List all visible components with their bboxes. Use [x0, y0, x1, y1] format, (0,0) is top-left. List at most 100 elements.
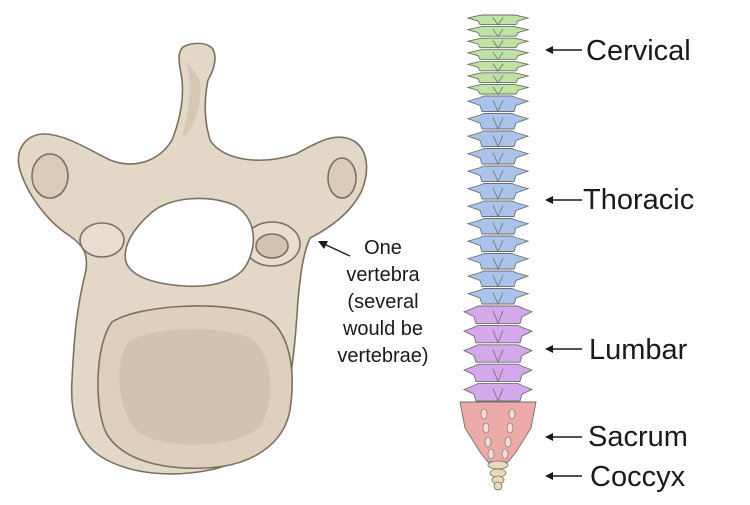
vertebra-segment	[466, 130, 530, 148]
region-arrow	[545, 196, 582, 204]
vertebra-segment	[466, 26, 530, 38]
vertebra-shape	[466, 113, 530, 130]
vertebra-pointer-arrow	[318, 241, 351, 257]
sacral-foramen	[506, 422, 514, 434]
coccyx-shape	[487, 460, 509, 491]
spinous-process	[492, 117, 504, 131]
spinous-process	[492, 100, 504, 113]
sacral-foramen	[480, 408, 488, 420]
vertebra-shape	[466, 148, 530, 165]
vertebra-segment	[462, 324, 534, 344]
spinous-process	[492, 310, 504, 325]
vertebra-segment	[466, 288, 530, 306]
region-arrow	[545, 433, 582, 441]
vertebra-segment	[466, 148, 530, 166]
spinous-process	[492, 152, 504, 166]
vertebra-segment	[466, 83, 530, 96]
right-facet	[327, 157, 357, 199]
left-articular-process	[79, 222, 125, 258]
label-coccyx: Coccyx	[590, 461, 686, 493]
vertebra-shape	[466, 165, 530, 182]
spinous-process	[492, 86, 504, 96]
vertebra-segment	[466, 218, 530, 236]
vertebra-shape	[466, 49, 530, 60]
vertebra-shape	[462, 383, 534, 402]
vertebra-caption-line: (several	[347, 291, 419, 313]
vertebra-caption-line: One	[364, 237, 402, 259]
vertebra-shape	[462, 305, 534, 324]
vertebra-shape	[466, 183, 530, 200]
spinous-process	[492, 205, 504, 218]
sacral-foramen	[487, 448, 495, 460]
vertebra-segment	[462, 383, 534, 403]
vertebra-shape	[466, 130, 530, 147]
vertebra-segment	[466, 165, 530, 183]
spinous-process	[492, 240, 504, 253]
vertebra-shape	[466, 235, 530, 252]
sacral-foramen	[501, 448, 509, 460]
vertebra-caption-line: would be	[342, 318, 424, 340]
sacral-foramen	[482, 422, 490, 434]
coccyx-segment	[487, 460, 509, 470]
vertebra-shape	[466, 253, 530, 270]
spinous-process	[492, 28, 504, 38]
spinous-process	[492, 257, 504, 271]
label-sacrum: Sacrum	[588, 421, 688, 453]
vertebra-segment	[466, 37, 530, 49]
region-arrow	[545, 46, 582, 54]
sacral-foramen	[504, 436, 512, 448]
vertebra-segment	[466, 72, 530, 84]
vertebra-caption: One vertebra (several would be vertebrae…	[326, 235, 440, 370]
region-arrow	[545, 472, 582, 480]
spinous-process	[492, 330, 504, 344]
vertebra-segment	[462, 363, 534, 383]
spinous-process	[492, 388, 504, 403]
spinous-process	[492, 63, 504, 73]
vertebra-shape	[466, 37, 530, 49]
vertebra-shape	[462, 363, 534, 383]
vertebra-shape	[466, 14, 530, 26]
vertebra-segment	[466, 95, 530, 113]
vertebra-segment	[466, 113, 530, 131]
spinous-process	[492, 292, 504, 306]
spinous-process	[492, 135, 504, 148]
vertebra-shape	[466, 83, 530, 95]
coccyx-segment	[493, 481, 503, 491]
vertebra-segment	[466, 49, 530, 61]
vertebral-foramen	[124, 197, 255, 288]
spinous-process	[492, 349, 504, 364]
vertebra-shape	[466, 60, 530, 72]
spinous-process	[492, 51, 504, 61]
vertebra-segment	[466, 253, 530, 271]
vertebral-column	[459, 14, 537, 491]
spinous-process	[492, 187, 504, 201]
vertebra-caption-line: vertebrae)	[337, 345, 429, 367]
vertebra-shape	[462, 324, 534, 344]
vertebra-caption-line: vertebra	[346, 264, 420, 286]
left-facet	[31, 153, 69, 199]
vertebral-body-center	[119, 329, 271, 445]
sacrum-shape	[459, 401, 537, 463]
sacral-foramen	[484, 436, 492, 448]
vertebra-shape	[466, 95, 530, 112]
spinous-process	[492, 170, 504, 183]
spinous-process	[492, 17, 504, 26]
spinous-process-shade	[182, 60, 201, 138]
spinous-process	[492, 40, 504, 49]
vertebra-shape	[466, 270, 530, 287]
vertebra-segment	[466, 235, 530, 253]
spinous-process	[492, 275, 504, 288]
vertebra-segment	[466, 200, 530, 218]
spinous-process	[492, 222, 504, 236]
sacral-foramen	[508, 408, 516, 420]
vertebra-segment	[466, 60, 530, 73]
region-arrows	[545, 46, 582, 480]
right-articular-inner	[255, 233, 289, 259]
vertebra-segment	[466, 14, 530, 26]
single-vertebra-illustration	[17, 42, 368, 475]
vertebra-shape	[466, 72, 530, 83]
label-lumbar: Lumbar	[589, 334, 688, 366]
vertebra-segment	[466, 183, 530, 201]
vertebra-segment	[466, 270, 530, 288]
